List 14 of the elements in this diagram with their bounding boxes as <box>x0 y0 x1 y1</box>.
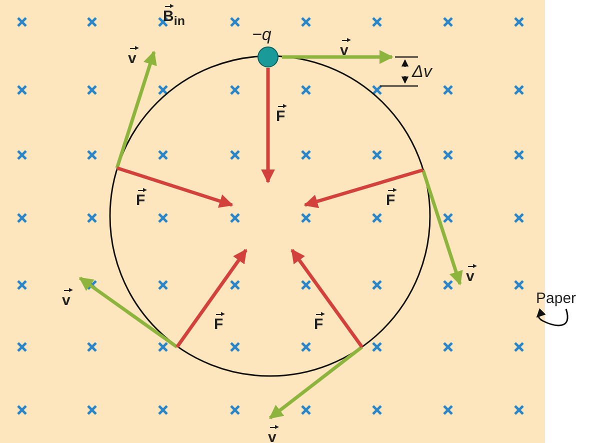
vector-label: F <box>276 104 286 124</box>
paper-label: Paper <box>536 290 576 307</box>
vector-label: v <box>128 46 136 66</box>
vector-label: F <box>314 312 324 332</box>
vector-label: F <box>214 312 224 332</box>
vector-label: v <box>466 264 474 284</box>
vector-label: F <box>136 188 146 208</box>
charge-label: −q <box>252 26 272 43</box>
vector-label: F <box>386 188 396 208</box>
field-label: B$_{in}$ <box>163 4 185 28</box>
dimension-label: Δv <box>412 63 432 80</box>
vector-label: v <box>62 288 70 308</box>
vector-label: v <box>268 425 276 443</box>
vector-label: v <box>340 38 348 58</box>
